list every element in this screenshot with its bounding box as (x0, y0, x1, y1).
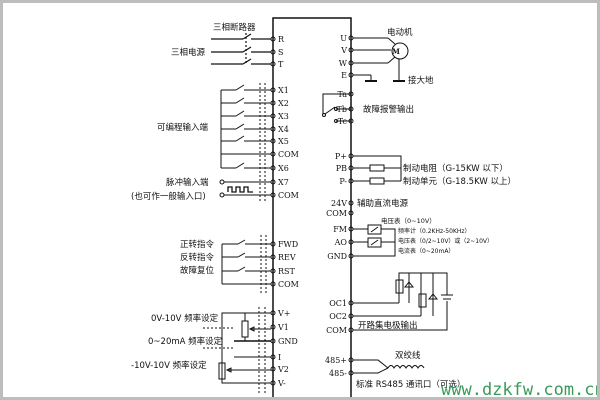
terminal-label-left: X4 (278, 125, 289, 134)
terminal-label-right: OC1 (329, 299, 347, 308)
terminal-label-right: FM (333, 225, 347, 234)
brake-unit-label: 制动单元（G-18.5KW 以上） (403, 176, 516, 187)
potentiometer-icon (241, 320, 249, 338)
terminal-label-right: 485+ (325, 356, 347, 365)
current-frequency-setting-label: 0~20mA 频率设定 (148, 336, 223, 347)
terminal-label-right: E (341, 71, 347, 80)
ground-label: 接大地 (408, 75, 434, 86)
voltmeter-label: 电压表（0~10V） (381, 216, 436, 225)
fault-reset-label: 故障复位 (180, 265, 215, 276)
pulse-input-label: 脉冲输入端 (166, 177, 209, 188)
rs485-port-label: 标准 RS485 通讯口（可选） (356, 379, 465, 390)
motor-label: 电动机 (387, 27, 413, 38)
terminal-label-right: OC2 (329, 312, 347, 321)
pulse-input-note: (也可作一般输入口) (131, 191, 206, 202)
terminal-label-left: X6 (278, 164, 289, 173)
terminal-label-right: 24V (331, 199, 347, 208)
terminal-label-left: COM (278, 191, 299, 200)
bipolar-frequency-setting-label: -10V-10V 频率设定 (131, 360, 207, 371)
terminal-label-left: V+ (277, 309, 290, 318)
pulse-waveform-icon (227, 186, 253, 193)
terminal-label-left: V1 (277, 323, 289, 332)
brake-unit-icon (369, 177, 385, 185)
terminal-label-left: COM (278, 280, 299, 289)
terminal-label-left: X5 (278, 137, 289, 146)
voltmeter2-label: 电压表（0/2~10V）或（2~10V） (398, 237, 493, 245)
switch-icon (235, 84, 245, 91)
fault-alarm-label: 故障报警输出 (363, 104, 414, 115)
motor-wiring (353, 37, 409, 82)
open-collector-label: 开路集电极输出 (358, 320, 418, 331)
terminal-label-left: REV (278, 253, 296, 262)
relay-coil-icon (395, 279, 404, 294)
terminal-label-right: GND (327, 252, 347, 261)
terminal-dot (270, 324, 276, 330)
brake-resistor-icon (369, 164, 385, 172)
terminal-label-right: W (339, 59, 348, 68)
breaker-label: 三相断路器 (213, 22, 256, 33)
brake-wiring (353, 155, 402, 185)
terminal-label-right: P+ (335, 152, 347, 161)
terminal-label-right: U (340, 34, 347, 43)
left-terminals: RSTX1X2X3X4X5COMX6X7COMFWDREVRSTCOMV+V1G… (270, 35, 299, 388)
switch-icon (235, 97, 245, 104)
power-input-wiring (211, 33, 271, 65)
power-label: 三相电源 (171, 47, 206, 58)
run-command-wiring (221, 235, 271, 293)
terminal-label-right: V (340, 46, 347, 55)
forward-command-label: 正转指令 (180, 239, 215, 250)
aux-dc-supply-label: 辅助直流电源 (357, 198, 409, 209)
motor-icon (391, 42, 409, 60)
twisted-pair-icon (387, 365, 425, 369)
programmable-input-label: 可编程输入端 (157, 122, 209, 133)
right-terminals: UVWETaTbTcP+PBP-24VCOMFMAOGNDOC1OC2COM48… (325, 34, 354, 378)
inverter-wiring-svg: RSTX1X2X3X4X5COMX6X7COMFWDREVRSTCOMV+V1G… (131, 17, 600, 400)
terminal-label-left: X3 (278, 112, 289, 121)
terminal-label-left: X1 (278, 86, 289, 95)
relay-coil-icon (418, 293, 427, 308)
brake-resistor-label: 制动电阻（G-15KW 以下） (403, 163, 508, 174)
watermark: www.dzkfw.com.cn (441, 380, 600, 400)
motor-symbol: M (392, 47, 400, 56)
terminal-label-left: FWD (278, 240, 298, 249)
switch-icon (235, 135, 245, 142)
reverse-command-label: 反转指令 (180, 252, 215, 263)
terminal-label-right: P- (339, 177, 347, 186)
terminal-label-left: R (278, 35, 285, 44)
terminal-label-right: PB (336, 164, 347, 173)
switch-icon (235, 110, 245, 117)
terminal-dot (348, 210, 354, 216)
twisted-pair-label: 双绞线 (395, 350, 421, 361)
terminal-label-left: V- (277, 379, 286, 388)
terminal-label-right: AO (334, 238, 348, 247)
voltage-frequency-setting-label: 0V-10V 频率设定 (151, 313, 219, 324)
terminal-label-left: GND (278, 337, 298, 346)
open-collector-wiring (353, 272, 453, 331)
terminal-label-left: COM (278, 150, 299, 159)
terminal-label-right: 485- (329, 369, 347, 378)
terminal-label-left: T (278, 60, 284, 69)
terminal-label-left: I (278, 353, 281, 362)
terminal-dot (348, 200, 354, 206)
terminal-label-left: S (278, 48, 283, 57)
fault-relay-wiring (322, 93, 351, 123)
terminal-label-left: X7 (278, 178, 289, 187)
terminal-label-left: X2 (278, 99, 289, 108)
meter-wiring (353, 224, 396, 257)
switch-icon (235, 123, 245, 130)
terminal-dot (270, 366, 276, 372)
switch-icon (235, 162, 245, 169)
rs485-wiring (353, 359, 425, 374)
frequency-meter-label: 频率计（0.2KHz-50KHz） (398, 227, 471, 235)
terminal-label-left: RST (278, 267, 296, 276)
potentiometer-icon (218, 362, 226, 380)
ammeter-label: 电流表（0~20mA） (398, 247, 454, 255)
terminal-label-right: COM (326, 209, 347, 218)
analog-input-wiring (203, 307, 271, 393)
terminal-label-right: COM (326, 326, 347, 335)
terminal-label-left: V2 (277, 365, 289, 374)
programmable-input-wiring (219, 83, 271, 203)
